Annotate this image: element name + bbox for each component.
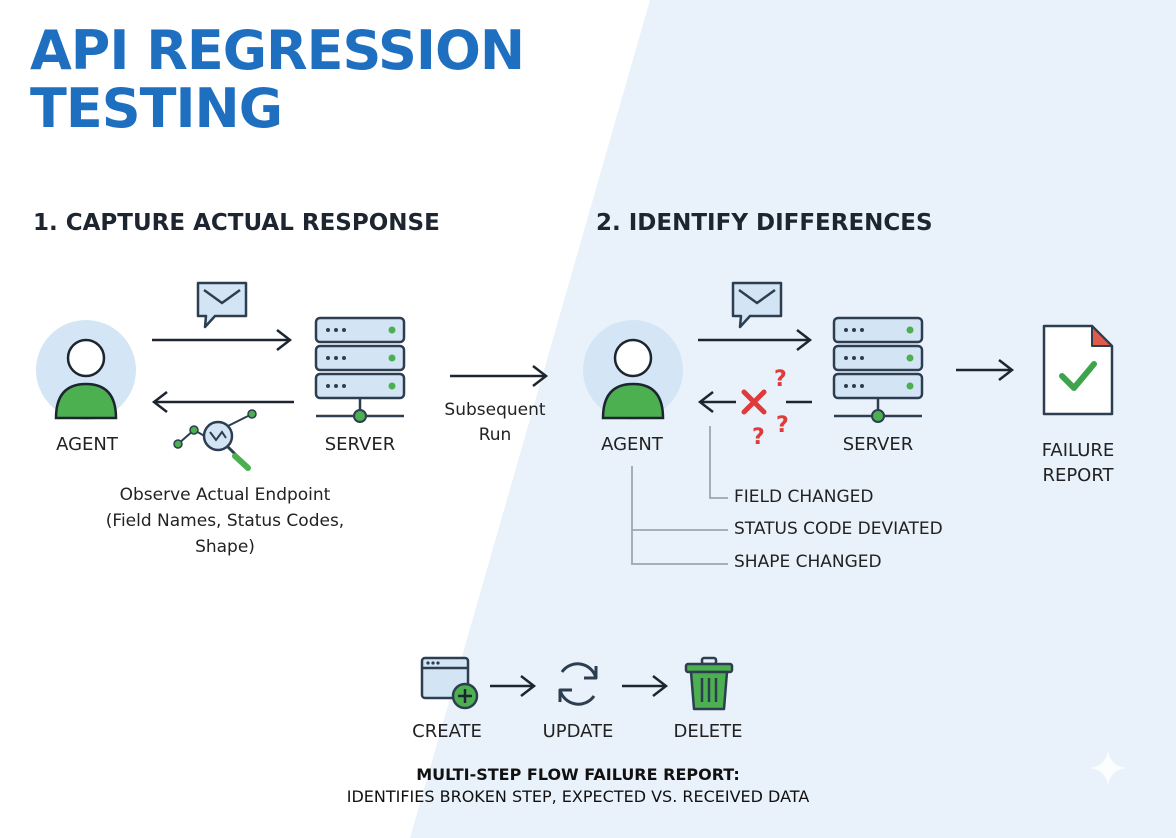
caption-line-1: Observe Actual Endpoint <box>119 485 331 505</box>
footer-description: IDENTIFIES BROKEN STEP, EXPECTED VS. REC… <box>346 787 810 806</box>
svg-text:?: ? <box>776 413 789 438</box>
window-add-icon <box>420 656 479 710</box>
failure-report-label: FAILURE REPORT <box>1018 438 1138 488</box>
agent-icon <box>583 320 683 420</box>
svg-text:?: ? <box>752 425 765 450</box>
flow-footer: MULTI-STEP FLOW FAILURE REPORT: IDENTIFI… <box>280 764 876 808</box>
title-line-1: API REGRESSION <box>30 19 525 82</box>
observe-caption: Observe Actual Endpoint (Field Names, St… <box>60 482 390 560</box>
request-response-arrows <box>151 329 294 413</box>
magnifier-graph-icon <box>173 409 257 471</box>
flow-arrow <box>622 675 669 697</box>
transition-line-1: Subsequent <box>444 400 546 420</box>
flow-step-delete: DELETE <box>673 721 743 742</box>
envelope-chat-icon <box>196 281 248 329</box>
page-title: API REGRESSION TESTING <box>30 19 525 140</box>
report-label-line-1: FAILURE <box>1041 440 1115 461</box>
envelope-chat-icon <box>731 281 783 329</box>
transition-line-2: Run <box>478 425 512 445</box>
sparkle-icon <box>1090 750 1126 786</box>
server-icon <box>832 316 924 423</box>
request-response-arrows <box>697 329 813 413</box>
section-1-heading: 1. CAPTURE ACTUAL RESPONSE <box>33 210 440 236</box>
refresh-icon <box>558 662 598 706</box>
server-label: SERVER <box>842 434 914 455</box>
trash-icon <box>684 656 734 711</box>
report-arrow <box>956 359 1015 381</box>
agent-label: AGENT <box>601 434 663 455</box>
document-check-icon <box>1042 324 1114 416</box>
server-label: SERVER <box>324 434 396 455</box>
agent-icon <box>36 320 136 420</box>
difference-item: STATUS CODE DEVIATED <box>734 519 943 539</box>
flow-step-update: UPDATE <box>542 721 614 742</box>
flow-arrow <box>490 675 537 697</box>
report-label-line-2: REPORT <box>1042 465 1114 486</box>
svg-text:?: ? <box>774 367 787 392</box>
difference-item: FIELD CHANGED <box>734 487 874 507</box>
caption-line-3: Shape) <box>195 537 255 557</box>
x-question-icon: ? ? ? <box>741 367 789 450</box>
section-2-heading: 2. IDENTIFY DIFFERENCES <box>596 210 933 236</box>
caption-line-2: (Field Names, Status Codes, <box>105 511 345 531</box>
subsequent-run-arrow <box>450 365 549 387</box>
agent-label: AGENT <box>56 434 118 455</box>
flow-step-create: CREATE <box>412 721 482 742</box>
server-icon <box>314 316 406 423</box>
difference-connectors <box>631 426 728 565</box>
subsequent-run-label: Subsequent Run <box>430 398 560 448</box>
difference-item: SHAPE CHANGED <box>734 552 882 572</box>
title-line-2: TESTING <box>30 77 283 140</box>
footer-heading: MULTI-STEP FLOW FAILURE REPORT: <box>416 765 740 784</box>
